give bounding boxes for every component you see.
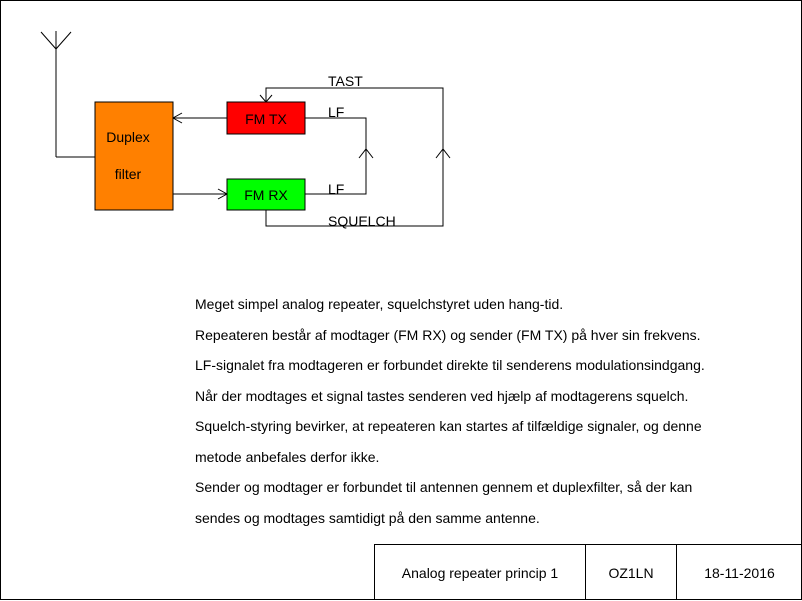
description-line: Squelch-styring bevirker, at repeateren … <box>195 418 702 434</box>
duplex-label-line2: filter <box>115 166 142 182</box>
duplex-to-rx-connection <box>173 188 229 200</box>
duplex-filter-box <box>94 101 174 211</box>
duplex-label-line1: Duplex <box>106 129 150 145</box>
description-text: Meget simpel analog repeater, squelchsty… <box>195 289 775 533</box>
fm-tx-label: FM TX <box>245 111 287 127</box>
fm-rx-label: FM RX <box>244 187 288 203</box>
fm-rx-box <box>226 178 306 211</box>
title-block-date: 18-11-2016 <box>704 564 775 581</box>
description-line: LF-signalet fra modtageren er forbundet … <box>195 357 705 373</box>
description-line: Repeateren består af modtager (FM RX) og… <box>195 326 701 343</box>
title-block-title: Analog repeater princip 1 <box>375 545 586 600</box>
signal-label-lf-rx: LF <box>328 181 344 197</box>
signal-label-tast: TAST <box>328 73 363 89</box>
fm-tx-box <box>226 101 306 135</box>
description-line: Meget simpel analog repeater, squelchsty… <box>195 296 564 312</box>
antenna-icon <box>40 31 72 157</box>
description-line: sendes og modtages samtidigt på den samm… <box>195 509 540 526</box>
lf-audio-connection <box>305 117 374 195</box>
signal-label-lf-tx: LF <box>328 104 344 120</box>
signal-label-squelch: SQUELCH <box>328 213 396 229</box>
title-block: Analog repeater princip 1 OZ1LN 18-11-20… <box>374 544 802 600</box>
description-line: Sender og modtager er forbundet til ante… <box>195 479 693 495</box>
description-line: Når der modtages et signal tastes sender… <box>195 387 689 404</box>
tx-to-duplex-connection <box>171 112 227 124</box>
description-line: metode anbefales derfor ikke. <box>195 448 380 465</box>
title-block-author: OZ1LN <box>586 545 677 600</box>
